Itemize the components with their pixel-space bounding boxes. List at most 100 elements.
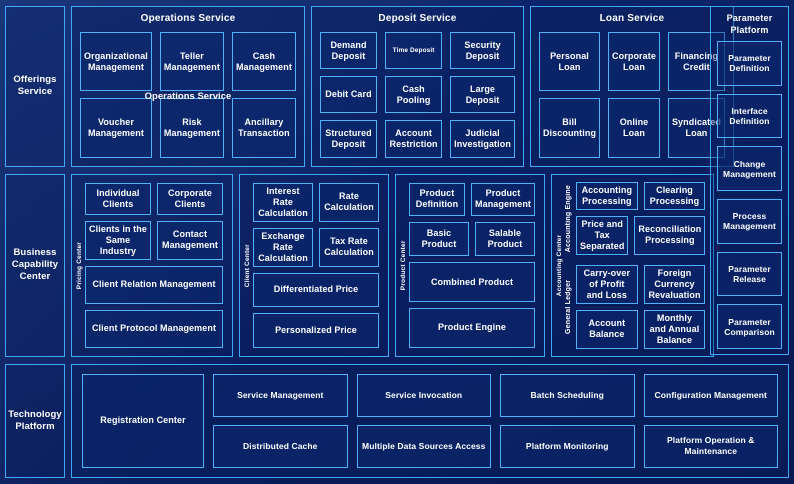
card-account-balance[interactable]: Account Balance [576, 309, 638, 349]
bcc-label-line2: Capability [11, 259, 59, 271]
group-title-deposit-service: Deposit Service [378, 13, 457, 24]
business-capability-center-row: Business Capability Center Pricing Cente… [5, 173, 789, 357]
parameter-platform-title-line2: Platform [730, 25, 769, 35]
card-ancillary-transaction[interactable]: Ancillary Transaction [231, 98, 296, 158]
tech-label-line1: Technology [8, 408, 62, 420]
card-debit-card[interactable]: Debit Card [319, 76, 378, 114]
card-salable-product[interactable]: Salable Product [475, 222, 535, 257]
technology-platform-row: Technology Platform Registration Center … [5, 363, 789, 478]
card-interface-definition[interactable]: Interface Definition [717, 93, 782, 139]
layer-label-business-capability-center: Business Capability Center [5, 173, 65, 357]
card-individual-clients[interactable]: Individual Clients [85, 182, 151, 215]
card-corporate-clients[interactable]: Corporate Clients [157, 182, 223, 215]
bcc-label-line1: Business [13, 247, 57, 259]
card-account-restriction[interactable]: Account Restriction [385, 120, 443, 158]
card-time-deposit[interactable]: Time Deposit [385, 32, 443, 70]
subgroup-accounting-engine: Accounting Engine Accounting Processing … [565, 181, 706, 255]
group-pricing-center: Pricing Center Individual Clients Corpor… [71, 173, 233, 357]
offerings-service-row: Offerings Service Operations Service Org… [5, 6, 789, 167]
offerings-label-line2: Service [17, 86, 53, 98]
card-syndicated-loan[interactable]: Syndicated Loan [667, 98, 725, 158]
card-tax-rate-calculation[interactable]: Tax Rate Calculation [319, 227, 379, 267]
card-monthly-and-annual-balance[interactable]: Monthly and Annual Balance [643, 309, 706, 349]
offerings-label-line1: Offerings [13, 74, 57, 86]
layer-label-technology-platform: Technology Platform [5, 363, 65, 478]
card-carry-over-of-profit-and-loss[interactable]: Carry-over of Profit and Loss [576, 264, 638, 304]
card-configuration-management[interactable]: Configuration Management [643, 373, 778, 417]
card-parameter-release[interactable]: Parameter Release [717, 251, 782, 297]
card-differentiated-price[interactable]: Differentiated Price [253, 272, 379, 308]
card-personal-loan[interactable]: Personal Loan [538, 32, 601, 92]
card-rate-calculation[interactable]: Rate Calculation [319, 182, 379, 222]
card-change-management[interactable]: Change Management [717, 146, 782, 192]
card-judicial-investigation[interactable]: Judicial Investigation [450, 120, 515, 158]
group-operations-service: Operations Service Organizational Manage… [71, 6, 305, 167]
card-teller-management[interactable]: Teller Management [159, 32, 224, 92]
loan-service-card-grid: Personal Loan Corporate Loan Financing C… [538, 32, 725, 158]
card-large-deposit[interactable]: Large Deposit [450, 76, 515, 114]
card-exchange-rate-calculation[interactable]: Exchange Rate Calculation [253, 227, 313, 267]
card-price-and-tax-separated[interactable]: Price and Tax Separated [576, 215, 629, 255]
card-parameter-definition[interactable]: Parameter Definition [717, 41, 782, 86]
card-batch-scheduling[interactable]: Batch Scheduling [500, 373, 635, 417]
group-vlabel-product-center: Product Center [400, 240, 407, 291]
group-parameter-platform: Parameter Platform Parameter Definition … [710, 6, 789, 355]
layer-label-offerings-service: Offerings Service [5, 6, 65, 167]
card-distributed-cache[interactable]: Distributed Cache [213, 424, 348, 468]
card-personalized-price[interactable]: Personalized Price [253, 313, 379, 348]
card-client-protocol-management[interactable]: Client Protocol Management [85, 309, 223, 348]
parameter-platform-title-line1: Parameter [726, 13, 773, 23]
group-accounting-center: Accounting Center Accounting Engine Acco… [551, 173, 715, 357]
card-interest-rate-calculation[interactable]: Interest Rate Calculation [253, 182, 313, 222]
group-client-center: Client Center Interest Rate Calculation … [239, 173, 389, 357]
card-reconciliation-processing[interactable]: Reconciliation Processing [634, 215, 706, 255]
card-cash-management[interactable]: Cash Management [231, 32, 296, 92]
card-online-loan[interactable]: Online Loan [608, 98, 660, 158]
card-clearing-processing[interactable]: Clearing Processing [643, 181, 706, 210]
card-multiple-data-sources-access[interactable]: Multiple Data Sources Access [356, 424, 491, 468]
card-service-invocation[interactable]: Service Invocation [356, 373, 491, 417]
card-client-relation-management[interactable]: Client Relation Management [85, 265, 223, 304]
group-loan-service: Loan Service Personal Loan Corporate Loa… [529, 6, 734, 167]
group-vlabel-client-center: Client Center [244, 243, 251, 287]
operations-service-card-grid: Organizational Management Teller Managem… [80, 32, 296, 158]
card-combined-product[interactable]: Combined Product [409, 262, 535, 302]
card-security-deposit[interactable]: Security Deposit [450, 32, 515, 70]
subgroup-general-ledger: General Ledger Carry-over of Profit and … [565, 264, 706, 349]
card-organizational-management[interactable]: Organizational Management [80, 32, 152, 92]
deposit-service-card-grid: Demand Deposit Time Deposit Security Dep… [319, 32, 515, 158]
card-structured-deposit[interactable]: Structured Deposit [319, 120, 378, 158]
card-risk-management[interactable]: Risk Management [159, 98, 224, 158]
card-service-management[interactable]: Service Management [213, 373, 348, 417]
card-accounting-processing[interactable]: Accounting Processing [576, 181, 638, 210]
parameter-platform-card-list: Parameter Definition Interface Definitio… [717, 41, 782, 350]
card-basic-product[interactable]: Basic Product [409, 222, 469, 257]
card-foreign-currency-revaluation[interactable]: Foreign Currency Revaluation [643, 264, 706, 304]
technology-card-grid: Service Management Service Invocation Ba… [213, 373, 778, 468]
card-product-definition[interactable]: Product Definition [409, 182, 465, 217]
technology-platform-panel: Registration Center Service Management S… [71, 363, 789, 478]
card-financing-credit[interactable]: Financing Credit [667, 32, 725, 92]
card-contact-management[interactable]: Contact Management [157, 220, 223, 260]
card-product-engine[interactable]: Product Engine [409, 307, 535, 348]
card-parameter-comparison[interactable]: Parameter Comparison [717, 304, 782, 350]
card-voucher-management[interactable]: Voucher Management [80, 98, 152, 158]
card-clients-in-the-same-industry[interactable]: Clients in the Same Industry [85, 220, 151, 260]
group-title-loan-service: Loan Service [599, 13, 665, 24]
business-capability-groups: Pricing Center Individual Clients Corpor… [71, 173, 715, 357]
group-deposit-service: Deposit Service Demand Deposit Time Depo… [310, 6, 524, 167]
card-corporate-loan[interactable]: Corporate Loan [608, 32, 660, 92]
group-product-center: Product Center Product Definition Produc… [395, 173, 545, 357]
card-platform-operation-and-maintenance[interactable]: Platform Operation & Maintenance [643, 424, 778, 468]
card-product-management[interactable]: Product Management [471, 182, 535, 217]
card-process-management[interactable]: Process Management [717, 199, 782, 244]
card-registration-center[interactable]: Registration Center [82, 373, 204, 468]
card-demand-deposit[interactable]: Demand Deposit [319, 32, 378, 70]
card-platform-monitoring[interactable]: Platform Monitoring [500, 424, 635, 468]
card-cash-pooling[interactable]: Cash Pooling [385, 76, 443, 114]
card-bill-discounting[interactable]: Bill Discounting [538, 98, 601, 158]
group-vlabel-accounting-center: Accounting Center [556, 234, 563, 296]
group-title-parameter-platform: Parameter Platform [717, 12, 782, 36]
tech-label-line2: Platform [15, 420, 55, 432]
